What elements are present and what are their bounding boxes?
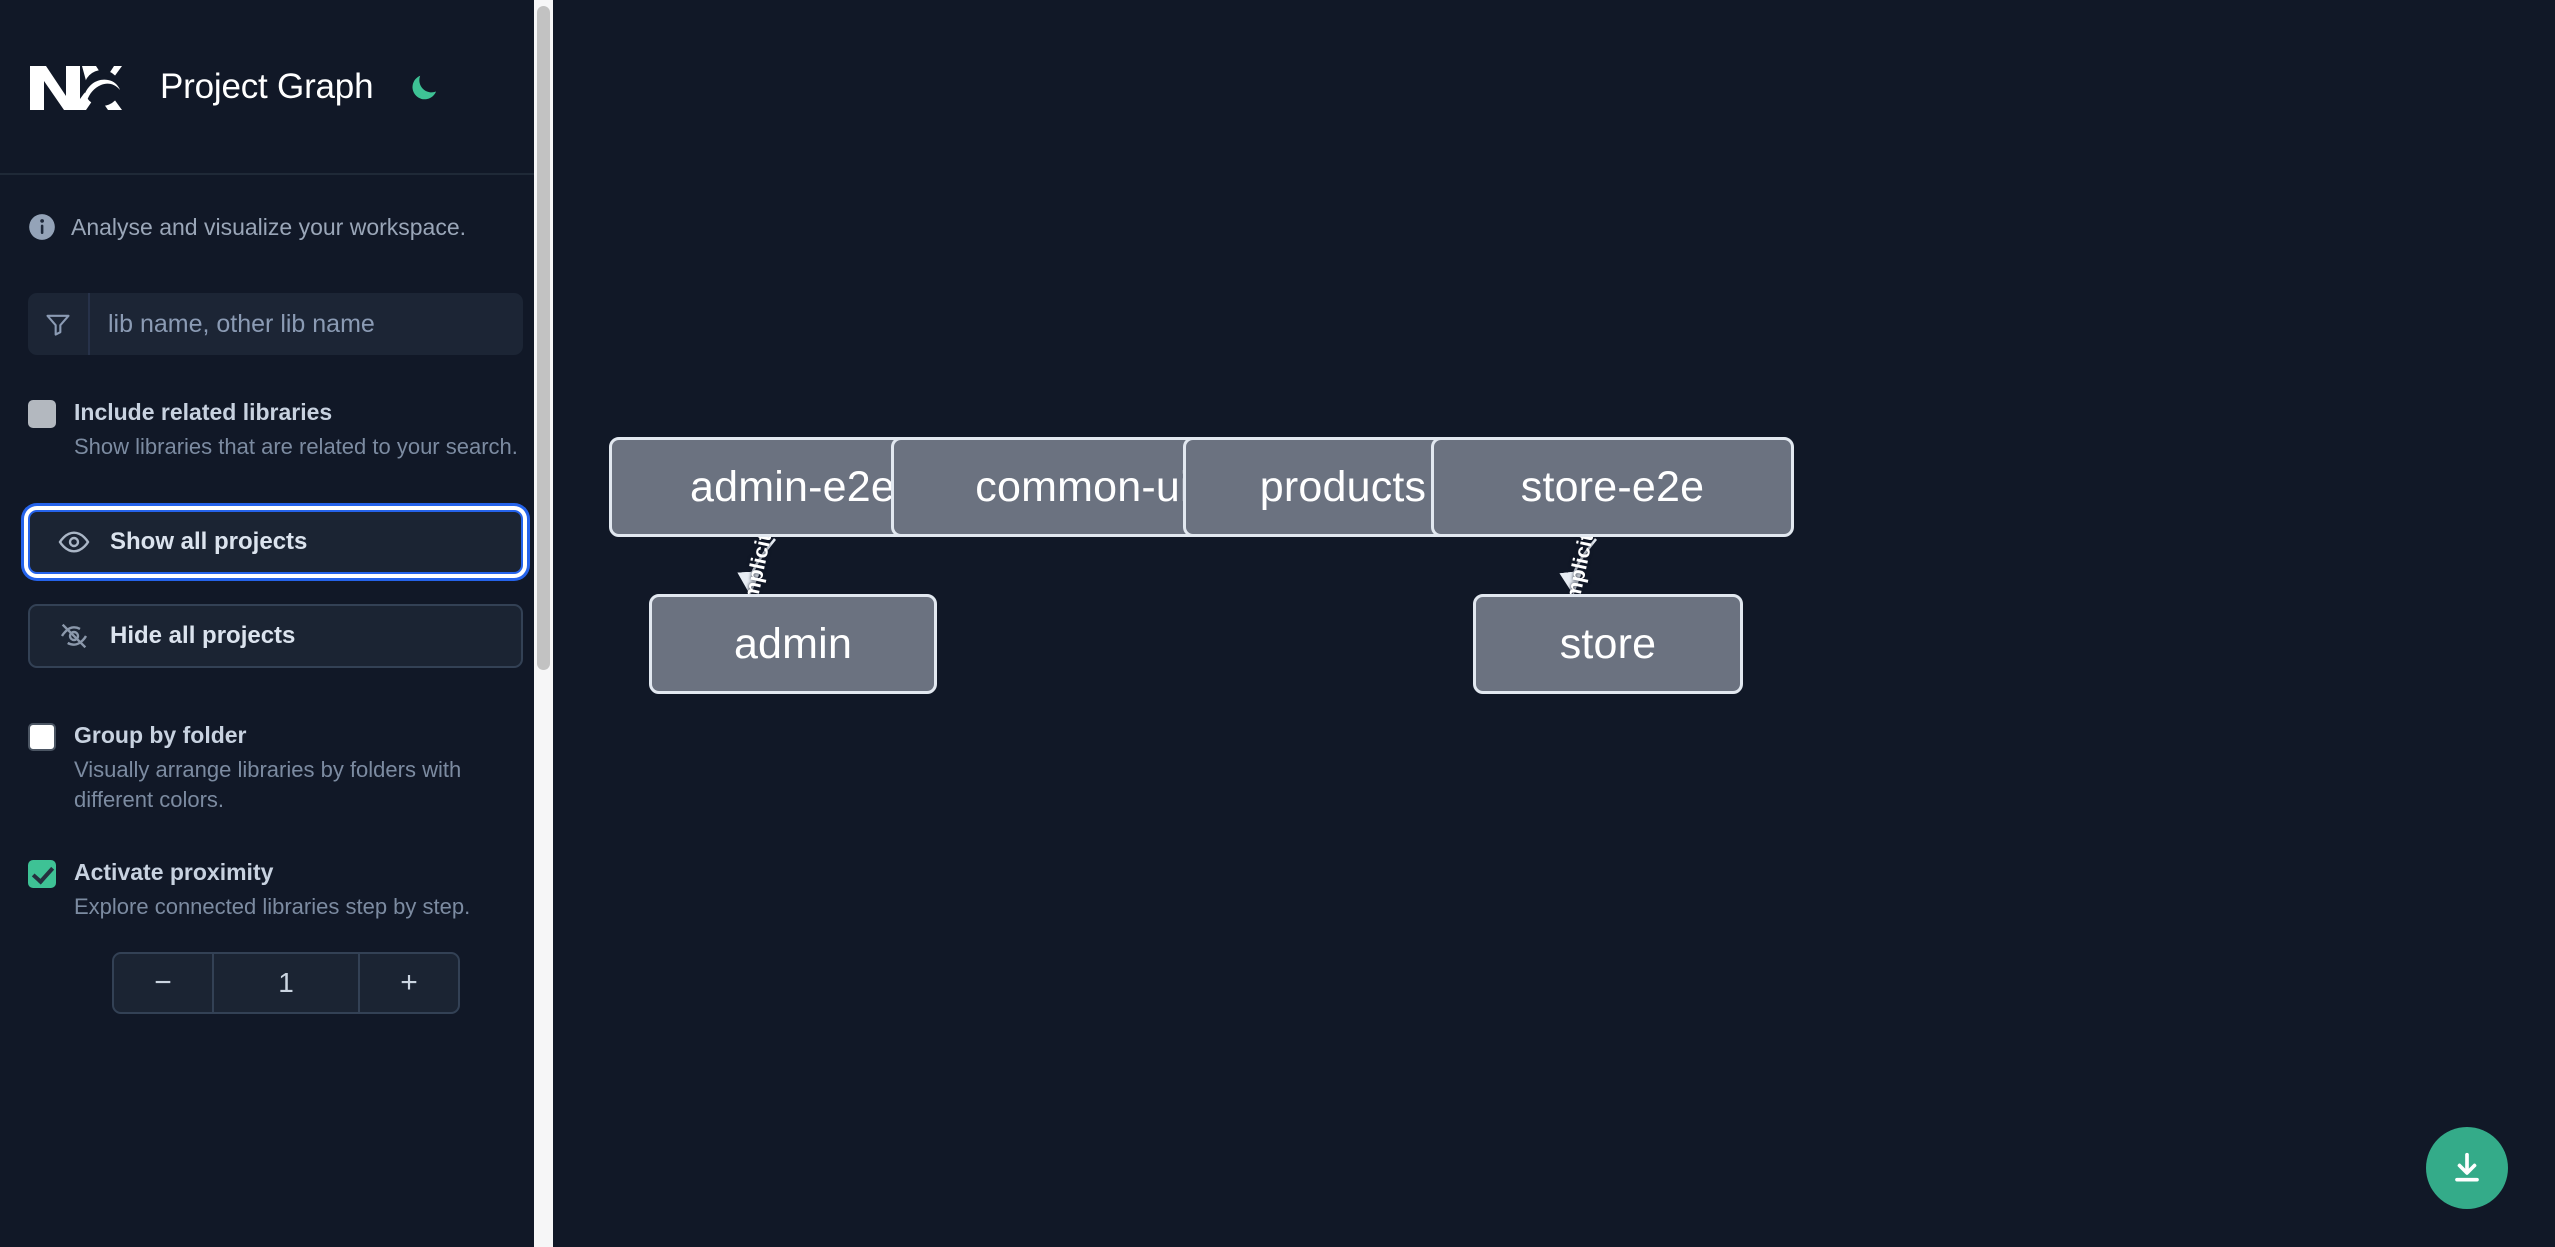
- sidebar-body: Analyse and visualize your workspace. In…: [0, 175, 553, 1247]
- show-all-projects-button[interactable]: Show all projects: [28, 510, 523, 574]
- proximity-value: 1: [278, 967, 294, 998]
- info-icon: [28, 213, 56, 241]
- option-description: Show libraries that are related to your …: [74, 434, 518, 459]
- include-related-libraries-checkbox[interactable]: [28, 400, 56, 428]
- intro-text: Analyse and visualize your workspace.: [71, 213, 467, 240]
- option-activate-proximity[interactable]: Activate proximity Explore connected lib…: [0, 857, 553, 922]
- graph-node-store[interactable]: store: [1473, 594, 1743, 694]
- page-title: Project Graph: [160, 66, 374, 106]
- filter-box: [28, 293, 523, 355]
- eye-off-icon: [58, 620, 90, 652]
- option-description: Explore connected libraries step by step…: [74, 894, 471, 919]
- group-by-folder-checkbox[interactable]: [28, 723, 56, 751]
- nx-logo-icon: [26, 58, 122, 116]
- graph-canvas[interactable]: implicit implicit admin-e2e common-ui pr…: [553, 0, 2555, 1247]
- option-label: Group by folder: [74, 722, 247, 748]
- option-group-by-folder[interactable]: Group by folder Visually arrange librari…: [0, 720, 553, 815]
- option-description: Visually arrange libraries by folders wi…: [74, 757, 462, 812]
- moon-icon[interactable]: [403, 66, 445, 108]
- intro-row: Analyse and visualize your workspace.: [0, 175, 553, 241]
- download-graph-button[interactable]: [2426, 1127, 2508, 1209]
- funnel-icon: [28, 293, 90, 355]
- option-include-related-libraries[interactable]: Include related libraries Show libraries…: [0, 397, 553, 462]
- hide-all-projects-label: Hide all projects: [110, 622, 296, 649]
- search-input[interactable]: [90, 293, 523, 355]
- proximity-increment-button[interactable]: +: [358, 954, 458, 1012]
- show-all-projects-label: Show all projects: [110, 528, 308, 555]
- option-label: Activate proximity: [74, 859, 274, 885]
- sidebar-scrollbar-track[interactable]: [534, 0, 553, 1247]
- sidebar: Project Graph Analyse and visualize your…: [0, 0, 553, 1247]
- sidebar-scrollbar-thumb[interactable]: [537, 6, 550, 670]
- eye-icon: [58, 526, 90, 558]
- graph-node-admin[interactable]: admin: [649, 594, 937, 694]
- activate-proximity-checkbox[interactable]: [28, 860, 56, 888]
- graph-node-store-e2e[interactable]: store-e2e: [1431, 437, 1794, 537]
- sidebar-header: Project Graph: [0, 0, 553, 175]
- option-label: Include related libraries: [74, 399, 333, 425]
- proximity-decrement-button[interactable]: −: [114, 954, 214, 1012]
- proximity-stepper: − 1 +: [112, 952, 460, 1014]
- hide-all-projects-button[interactable]: Hide all projects: [28, 604, 523, 668]
